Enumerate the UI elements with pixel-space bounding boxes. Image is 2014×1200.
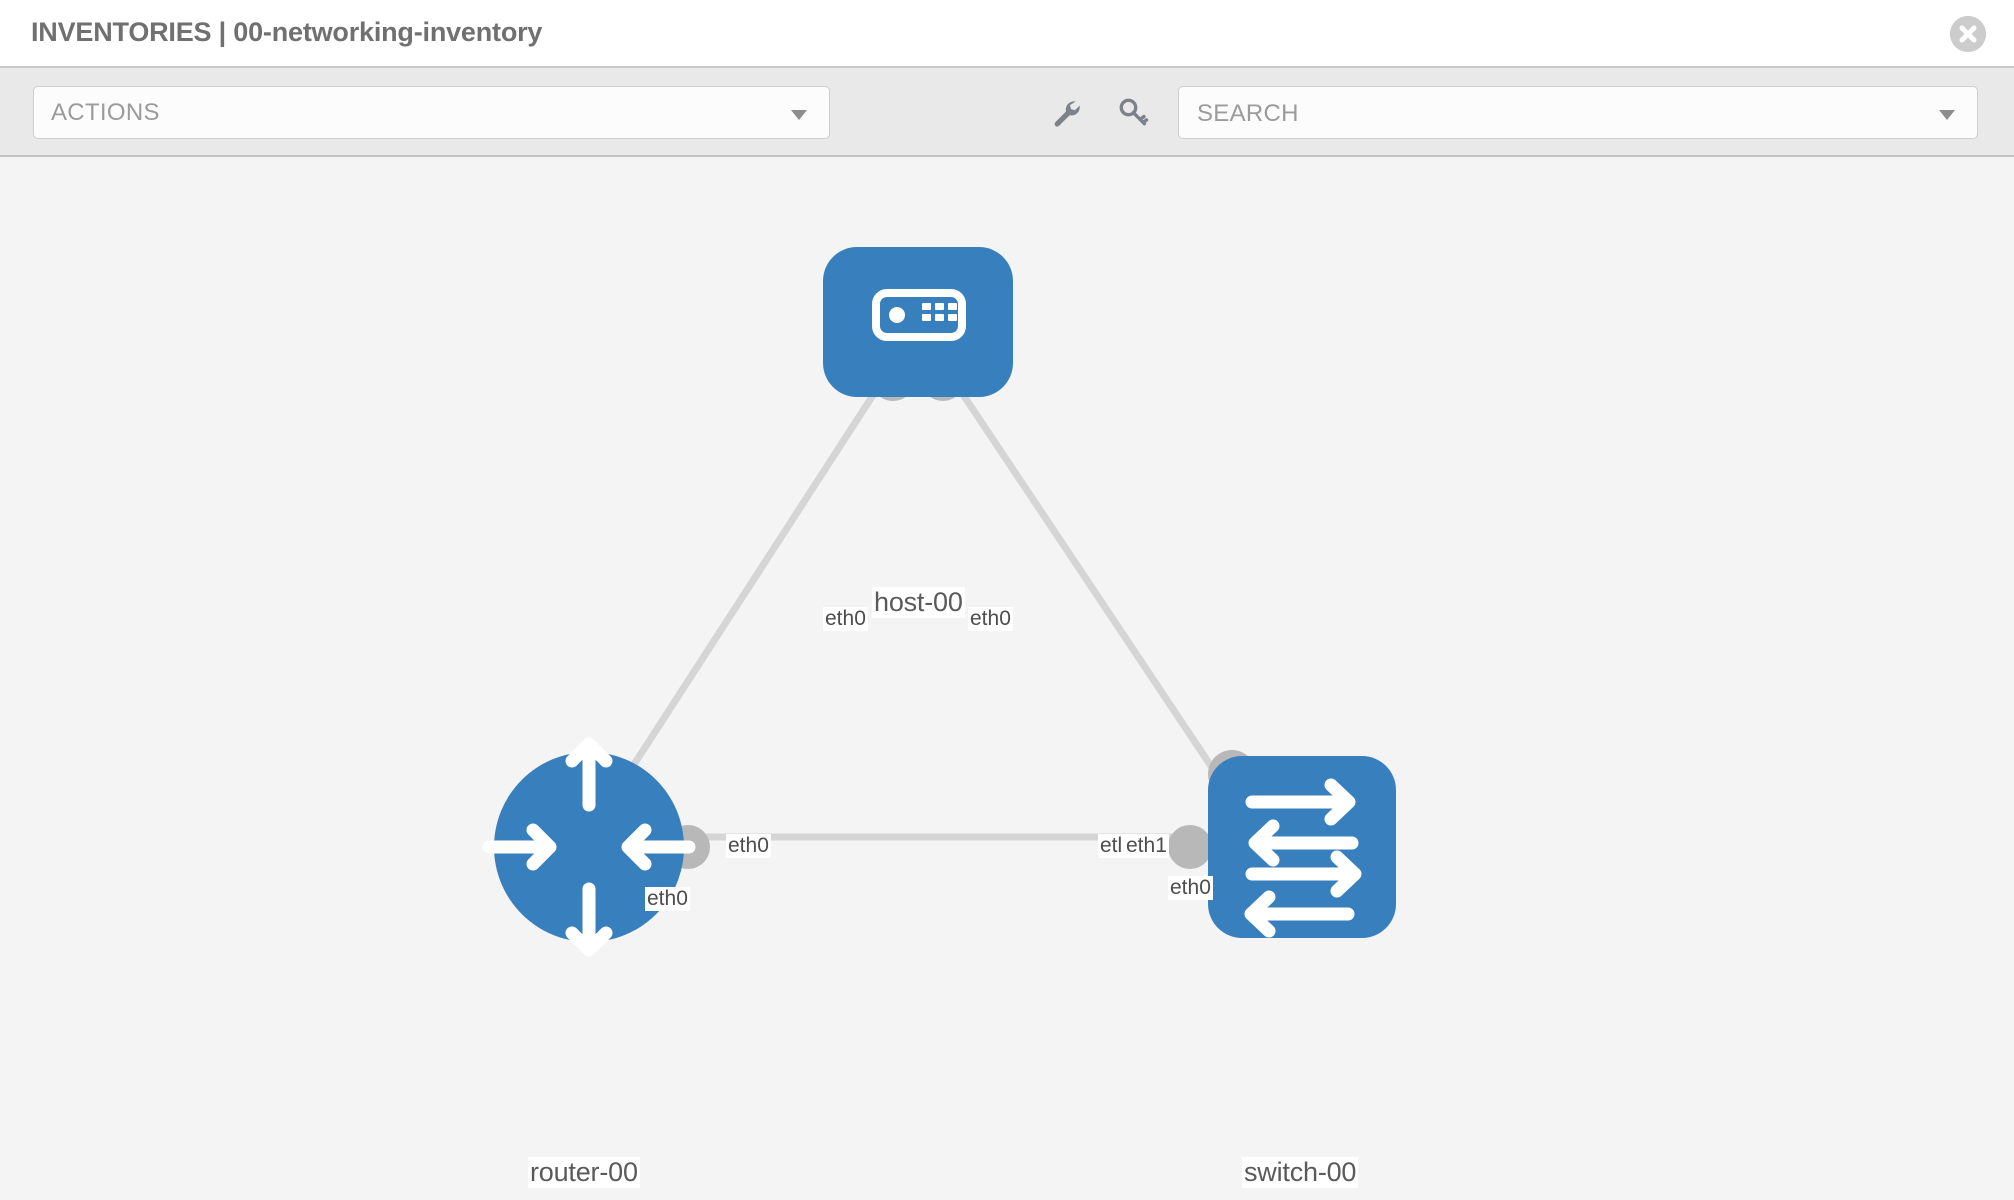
close-icon[interactable] <box>1950 16 1986 52</box>
edge-label-router00-eth0-right: eth0 <box>726 834 771 858</box>
edge-label-host00-eth0-left: eth0 <box>823 607 868 631</box>
switch-icon <box>1244 778 1362 938</box>
actions-dropdown-label: ACTIONS <box>51 99 160 126</box>
node-label-switch-00: switch-00 <box>1242 1157 1359 1188</box>
key-icon[interactable] <box>1115 95 1151 131</box>
search-input[interactable] <box>1195 87 1919 140</box>
link-host00-router00[interactable] <box>597 370 891 819</box>
page-title: INVENTORIES | 00-networking-inventory <box>31 17 543 47</box>
topology-graph <box>482 247 1396 957</box>
edge-label-host00-eth0-right: eth0 <box>968 607 1013 631</box>
title-bar: INVENTORIES | 00-networking-inventory <box>0 0 2014 68</box>
wrench-icon[interactable] <box>1048 95 1084 131</box>
node-label-host-00: host-00 <box>872 587 965 618</box>
edge-label-router00-eth0-upper: eth0 <box>645 887 690 911</box>
edge-label-switch00-eth0-upper: eth0 <box>1168 876 1213 900</box>
router-icon <box>482 737 696 957</box>
edge-label-switch00-eth0-overlap: etl <box>1098 834 1125 858</box>
link-host00-switch00[interactable] <box>945 370 1248 819</box>
node-label-router-00: router-00 <box>528 1157 640 1188</box>
endpoint-switch00-left[interactable] <box>1168 825 1212 869</box>
toolbar: ACTIONS <box>0 68 2014 157</box>
topology-canvas[interactable]: host-00 router-00 switch-00 eth0 eth0 et… <box>0 157 2014 1200</box>
node-router-00[interactable] <box>482 737 696 957</box>
server-icon <box>872 289 966 341</box>
node-switch-00[interactable] <box>1208 756 1396 938</box>
actions-dropdown[interactable]: ACTIONS <box>33 86 830 139</box>
search-box[interactable] <box>1178 86 1978 140</box>
edge-label-switch00-eth1: eth1 <box>1124 834 1169 858</box>
node-host-00[interactable] <box>823 247 1013 397</box>
chevron-down-icon <box>791 110 807 120</box>
chevron-down-icon[interactable] <box>1939 110 1955 120</box>
